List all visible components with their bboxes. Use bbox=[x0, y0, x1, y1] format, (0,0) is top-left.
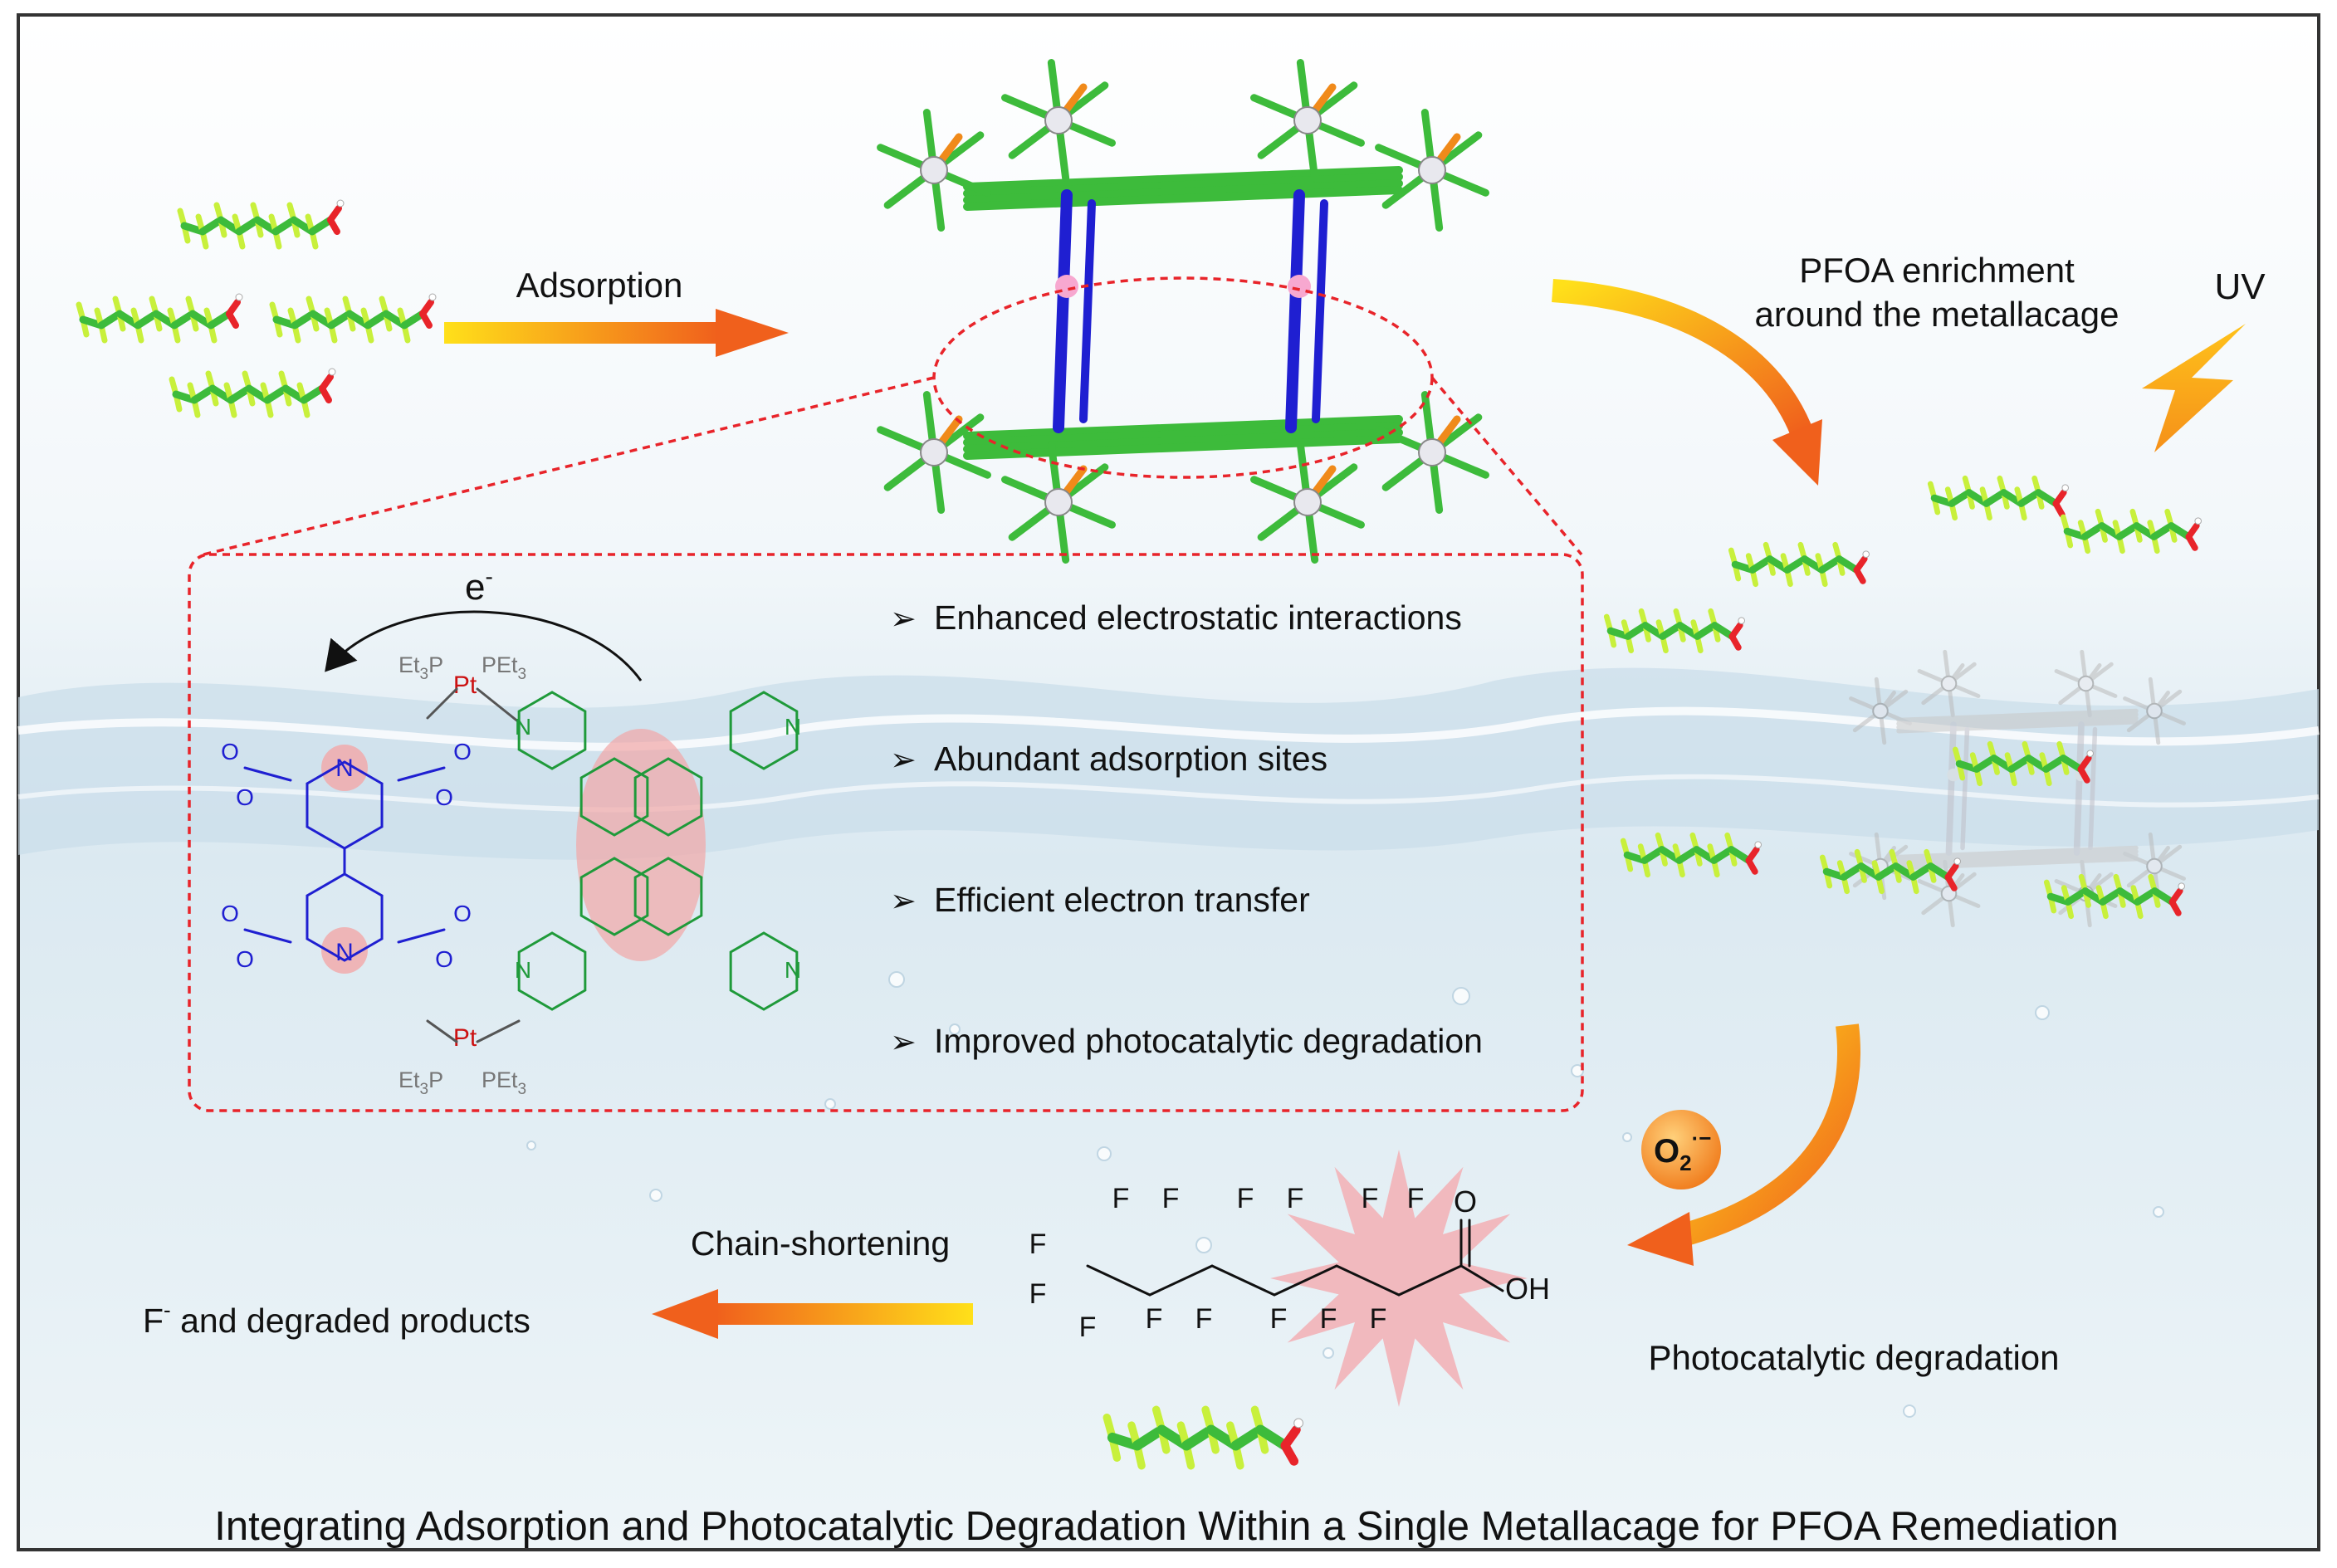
pfoa-molecule bbox=[1603, 608, 1745, 654]
atom-label: O bbox=[1454, 1185, 1477, 1219]
pfoa-molecule bbox=[1728, 541, 1870, 588]
fluorine-label: F bbox=[1112, 1183, 1130, 1214]
zoom-box bbox=[188, 553, 1584, 1112]
fluorine-label: F bbox=[1362, 1183, 1379, 1214]
fluorine-label: F bbox=[1029, 1229, 1047, 1260]
pt-label: Pt bbox=[453, 672, 477, 699]
feature-item: Improved photocatalytic degradation bbox=[934, 1022, 1483, 1060]
feature-item: Abundant adsorption sites bbox=[934, 740, 1327, 778]
ligand-label: Et3P bbox=[398, 1067, 443, 1098]
pfoa-molecule bbox=[1102, 1405, 1303, 1470]
fluorine-label: F bbox=[1270, 1303, 1288, 1335]
feature-bullet: ➢ bbox=[890, 884, 917, 919]
adsorption-label: Adsorption bbox=[516, 266, 683, 305]
atom-label: N bbox=[515, 714, 531, 740]
highlight-circle bbox=[321, 745, 368, 791]
ligand-label: Et3P bbox=[398, 652, 443, 683]
pfoa-molecule-bottom bbox=[1102, 1405, 1303, 1470]
pfoa-molecule bbox=[76, 293, 243, 344]
atom-label: N bbox=[785, 714, 801, 740]
ligand-label: PEt3 bbox=[482, 1067, 526, 1098]
feature-item: Efficient electron transfer bbox=[934, 881, 1310, 919]
fluorine-label: F bbox=[1162, 1183, 1180, 1214]
uv-label: UV bbox=[2214, 266, 2266, 307]
atom-label: O bbox=[221, 739, 239, 764]
feature-item: Enhanced electrostatic interactions bbox=[934, 598, 1462, 637]
products-label: F- and degraded products bbox=[143, 1297, 530, 1340]
fluorine-label: F bbox=[1195, 1303, 1213, 1335]
svg-text:O2·−: O2·− bbox=[1654, 1126, 1711, 1175]
feature-bullet: ➢ bbox=[890, 743, 917, 778]
pfoa-molecules bbox=[76, 199, 437, 418]
fluorine-label: F bbox=[1079, 1312, 1097, 1343]
atom-label: N bbox=[785, 957, 801, 983]
atom-label: O bbox=[221, 901, 239, 926]
lightning-icon bbox=[2142, 324, 2246, 452]
atom-label: N bbox=[335, 939, 354, 966]
atom-label: OH bbox=[1505, 1272, 1550, 1306]
fluorine-label: F bbox=[1029, 1278, 1047, 1310]
atom-label: O bbox=[236, 946, 254, 972]
fluorine-label: F bbox=[1320, 1303, 1337, 1335]
star-burst bbox=[1270, 1150, 1528, 1407]
atom-label: O bbox=[236, 784, 254, 810]
figure-title: Integrating Adsorption and Photocatalyti… bbox=[214, 1504, 2118, 1549]
fluorine-label: F bbox=[1407, 1183, 1425, 1214]
metallacage-pfoa-complex bbox=[1603, 475, 2202, 928]
atom-label: O bbox=[453, 901, 472, 926]
pfoa-molecule bbox=[2060, 508, 2202, 554]
pfoa-molecule bbox=[1819, 848, 1961, 895]
atom-label: O bbox=[435, 784, 453, 810]
atom-label: N bbox=[515, 957, 531, 983]
atom-label: O bbox=[453, 739, 472, 764]
fluorine-label: F bbox=[1370, 1303, 1387, 1335]
feature-bullet: ➢ bbox=[890, 1025, 917, 1060]
chain-shortening-arrow bbox=[652, 1289, 973, 1339]
degradation-arrow bbox=[1627, 1023, 1860, 1266]
photocatalytic-label: Photocatalytic degradation bbox=[1649, 1338, 2060, 1377]
enrichment-label: PFOA enrichment bbox=[1799, 251, 2075, 290]
pfoa-molecule bbox=[177, 199, 345, 250]
feature-list: ➢ Enhanced electrostatic interactions ➢ … bbox=[890, 598, 1483, 1060]
pt-label: Pt bbox=[453, 1024, 477, 1052]
enrichment-label: around the metallacage bbox=[1755, 295, 2119, 334]
highlight-circle bbox=[321, 927, 368, 974]
pfoa-molecule bbox=[2043, 873, 2185, 920]
atom-label: O bbox=[435, 946, 453, 972]
pfoa-molecule bbox=[1620, 832, 1762, 878]
atom-label: N bbox=[335, 755, 354, 782]
electron-label: e- bbox=[465, 564, 493, 608]
chain-shortening-label: Chain-shortening bbox=[691, 1224, 950, 1263]
cage-model bbox=[877, 59, 1489, 564]
ligand-label: PEt3 bbox=[482, 652, 526, 683]
pfoa-molecule bbox=[1952, 740, 2094, 787]
feature-bullet: ➢ bbox=[890, 602, 917, 637]
pfoa-molecule bbox=[269, 293, 437, 344]
enrichment-arrow bbox=[1552, 279, 1822, 486]
cage-model bbox=[1849, 649, 2186, 928]
metallacage-3d bbox=[877, 59, 1489, 564]
adsorption-arrow bbox=[444, 309, 789, 357]
pfoa-molecule bbox=[1927, 475, 2069, 521]
pfoa-molecule bbox=[169, 368, 336, 418]
fluorine-label: F bbox=[1287, 1183, 1304, 1214]
superoxide-badge: O2·− bbox=[1641, 1110, 1721, 1189]
highlight-ellipse bbox=[576, 729, 706, 961]
fluorine-label: F bbox=[1237, 1183, 1254, 1214]
fluorine-label: F bbox=[1146, 1303, 1163, 1335]
